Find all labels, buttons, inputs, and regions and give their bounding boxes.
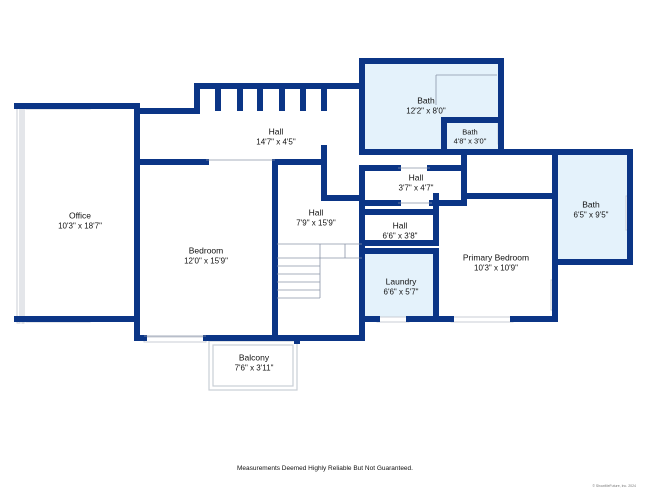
- bath-upper-floor: [362, 61, 501, 152]
- disclaimer-text: Measurements Deemed Highly Reliable But …: [237, 465, 413, 472]
- room-dimensions: 10'3" x 18'7": [58, 221, 102, 231]
- room-name: Bath: [417, 95, 435, 106]
- room-name: Primary Bedroom: [462, 252, 530, 263]
- room-name: Hall: [408, 172, 424, 183]
- room-name: Bath: [582, 199, 600, 210]
- room-label-primary-bedroom: Primary Bedroom 10'3" x 10'9": [462, 252, 530, 273]
- room-label-balcony: Balcony 7'6" x 3'11": [234, 352, 274, 373]
- room-label-bath-right: Bath 6'5" x 9'5": [573, 199, 609, 220]
- room-name: Hall: [268, 126, 284, 137]
- room-label-bath-small: Bath 4'8" x 3'0": [454, 128, 487, 145]
- room-label-hall-top: Hall 14'7" x 4'5": [256, 126, 296, 147]
- room-label-laundry: Laundry 6'6" x 5'7": [383, 276, 419, 297]
- room-dimensions: 14'7" x 4'5": [256, 137, 296, 147]
- room-name: Hall: [392, 220, 408, 231]
- room-name: Bedroom: [188, 245, 224, 256]
- room-dimensions: 6'6" x 3'8": [382, 231, 418, 241]
- copyright-text: © ShowMeFuture, Inc. 2024: [592, 484, 636, 488]
- room-dimensions: 7'6" x 3'11": [234, 363, 274, 373]
- room-dimensions: 6'5" x 9'5": [573, 210, 609, 220]
- room-dimensions: 4'8" x 3'0": [453, 136, 487, 145]
- door-openings: [144, 74, 497, 337]
- room-dimensions: 3'7" x 4'7": [398, 183, 434, 193]
- room-name: Laundry: [385, 276, 417, 287]
- room-name: Office: [68, 210, 92, 221]
- room-name: Hall: [308, 207, 324, 218]
- stairs: [277, 243, 362, 299]
- bath-right-floor: [555, 152, 630, 262]
- room-name: Balcony: [238, 352, 270, 363]
- room-dimensions: 12'0" x 15'9": [184, 256, 228, 266]
- room-label-bedroom: Bedroom 12'0" x 15'9": [184, 245, 228, 266]
- room-label-hall-stair: Hall 7'9" x 15'9": [296, 207, 336, 228]
- walls: [14, 58, 633, 344]
- room-dimensions: 7'9" x 15'9": [296, 218, 336, 228]
- laundry-floor: [362, 251, 436, 319]
- room-label-hall-closet: Hall 3'7" x 4'7": [398, 172, 434, 193]
- room-dimensions: 12'2" x 8'0": [406, 106, 446, 116]
- room-name: Bath: [462, 127, 478, 137]
- room-label-hall-mid: Hall 6'6" x 3'8": [382, 220, 418, 241]
- room-dimensions: 6'6" x 5'7": [383, 287, 419, 297]
- room-label-office: Office 10'3" x 18'7": [58, 210, 102, 231]
- room-label-bath-upper: Bath 12'2" x 8'0": [406, 95, 446, 116]
- room-dimensions: 10'3" x 10'9": [474, 263, 518, 273]
